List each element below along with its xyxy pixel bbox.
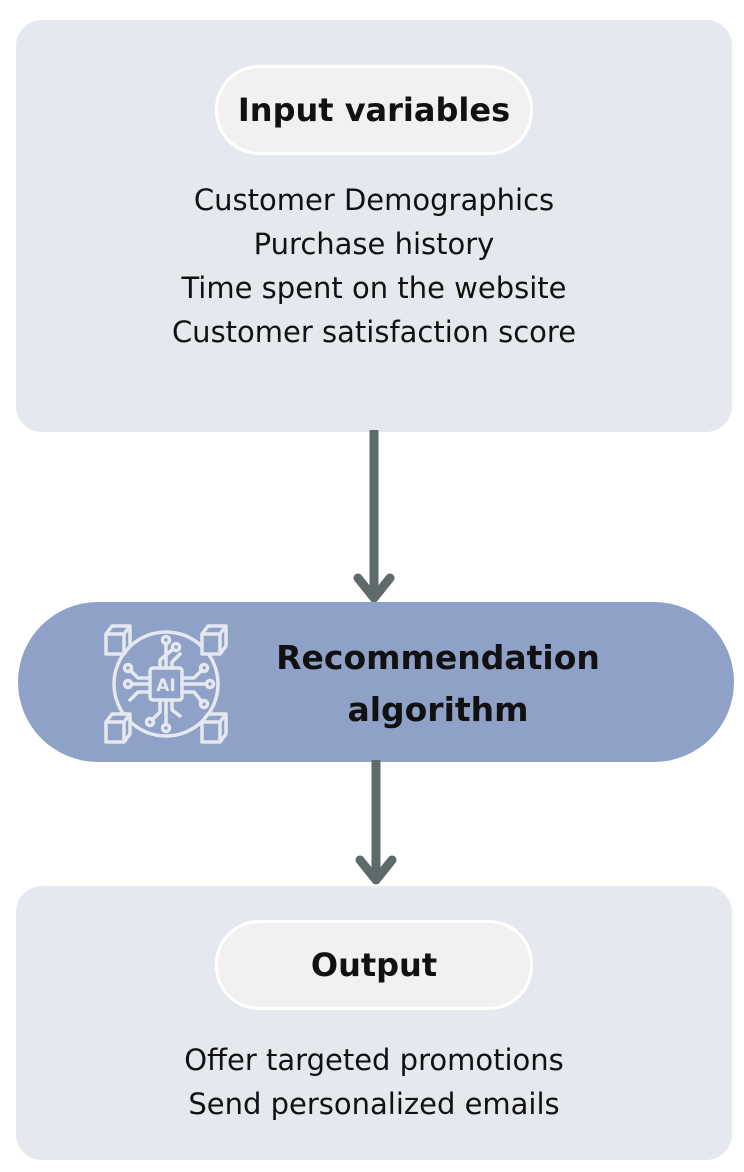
algorithm-title-line: algorithm [347,690,529,729]
recommendation-algorithm-label: Recommendation algorithm [258,632,618,736]
ai-icon-text: AI [156,676,175,696]
arrow-down-icon [353,430,395,603]
algorithm-title-line: Recommendation [276,638,600,677]
ai-chip-network-icon: AI [104,624,228,744]
recommendation-algorithm-node: AI Recommendation algorithm [18,602,734,762]
input-item: Purchase history [253,227,495,261]
output-item: Send personalized emails [188,1087,560,1121]
output-list: Offer targeted promotions Send personali… [16,1038,732,1126]
input-item: Customer satisfaction score [171,315,577,349]
input-variables-heading: Input variables [215,65,533,155]
input-variables-list: Customer Demographics Purchase history T… [16,178,732,354]
input-item: Time spent on the website [181,271,567,305]
arrow-down-icon [355,760,397,885]
output-heading: Output [215,920,533,1010]
input-variables-panel: Input variables Customer Demographics Pu… [16,20,732,432]
output-item: Offer targeted promotions [184,1043,564,1077]
input-item: Customer Demographics [193,183,555,217]
output-panel: Output Offer targeted promotions Send pe… [16,886,732,1160]
